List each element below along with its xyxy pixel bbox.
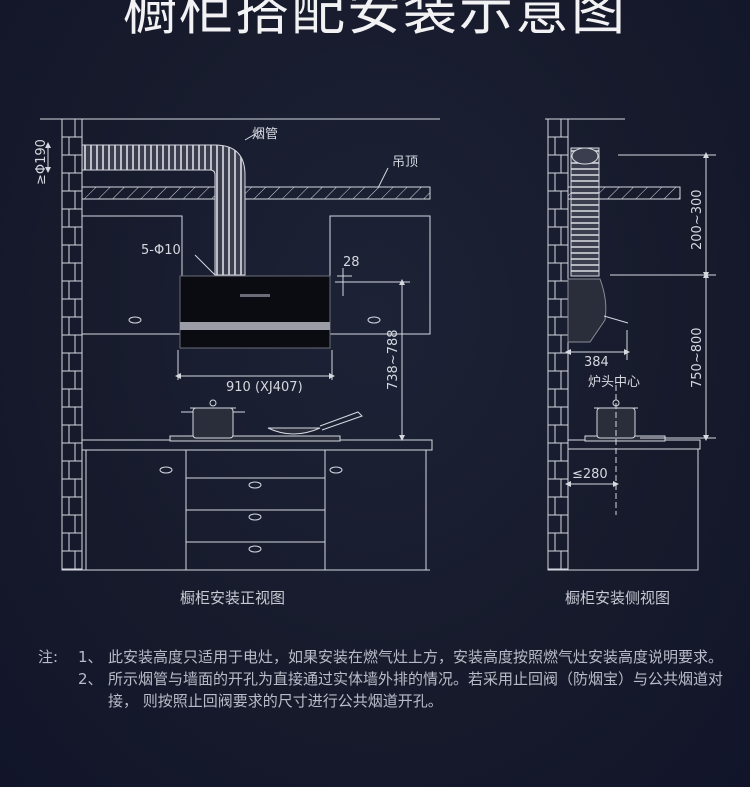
cabinet-handle — [159, 466, 173, 474]
burner-center-label: 炉头中心 — [588, 375, 640, 390]
note-text: 所示烟管与墙面的开孔为直接通过实体墙外排的情况。若采用止回阀（防烟宝）与公共烟道… — [108, 670, 724, 710]
side-200-300-label: 200~300 — [690, 189, 705, 250]
cabinet-handle — [128, 316, 142, 324]
side-brick-wall — [547, 118, 569, 571]
side-duct — [570, 147, 600, 277]
front-brick-wall — [61, 118, 83, 571]
side-view-caption: 橱柜安装侧视图 — [565, 589, 671, 607]
width-910-label: 910 (XJ407) — [226, 380, 303, 395]
side-750-800-label: 750~800 — [690, 327, 705, 388]
chimney-label: 烟管 — [252, 127, 278, 142]
front-upper-cabinet-right — [329, 215, 431, 335]
note-number: 2、 — [78, 670, 103, 688]
holes-label: 5-Φ10 — [141, 243, 181, 258]
cabinet-handle — [329, 466, 343, 474]
clearance-190-label: ≥Φ190 — [34, 139, 49, 185]
gap-28-label: 28 — [343, 255, 360, 270]
note-item-2: 2、 所示烟管与墙面的开孔为直接通过实体墙外排的情况。若采用止回阀（防烟宝）与公… — [38, 668, 728, 712]
note-number: 1、 — [78, 648, 103, 666]
note-prefix: 注: — [38, 648, 59, 666]
front-cooktop — [169, 435, 341, 442]
front-pan — [267, 411, 363, 435]
note-item-1: 注: 1、 此安装高度只适用于电灶，如果安装在燃气灶上方，安装高度按照燃气灶安装… — [38, 646, 728, 668]
ceiling-label: 吊顶 — [392, 155, 418, 170]
side-384-label: 384 — [584, 355, 609, 370]
cabinet-handle — [248, 513, 262, 521]
front-pot — [181, 399, 245, 439]
cabinet-handle — [367, 316, 381, 324]
installation-diagram: 烟管 吊顶 ≥Φ190 5-Φ10 28 910 (XJ407) 738~788… — [34, 118, 716, 571]
height-738-788-label: 738~788 — [386, 329, 401, 390]
front-upper-cabinet-left — [81, 215, 183, 335]
cabinet-handle — [248, 481, 262, 489]
front-ceiling-panel — [81, 186, 431, 200]
cabinet-handle — [248, 545, 262, 553]
front-view-caption: 橱柜安装正视图 — [180, 589, 286, 607]
side-280-label: ≤280 — [572, 467, 608, 482]
installation-notes: 注: 1、 此安装高度只适用于电灶，如果安装在燃气灶上方，安装高度按照燃气灶安装… — [38, 646, 728, 712]
main-title: 橱柜搭配安装示意图 — [123, 0, 627, 42]
side-range-hood — [567, 278, 607, 343]
note-text: 此安装高度只适用于电灶，如果安装在燃气灶上方，安装高度按照燃气灶安装高度说明要求… — [108, 648, 724, 666]
front-range-hood — [179, 275, 331, 349]
